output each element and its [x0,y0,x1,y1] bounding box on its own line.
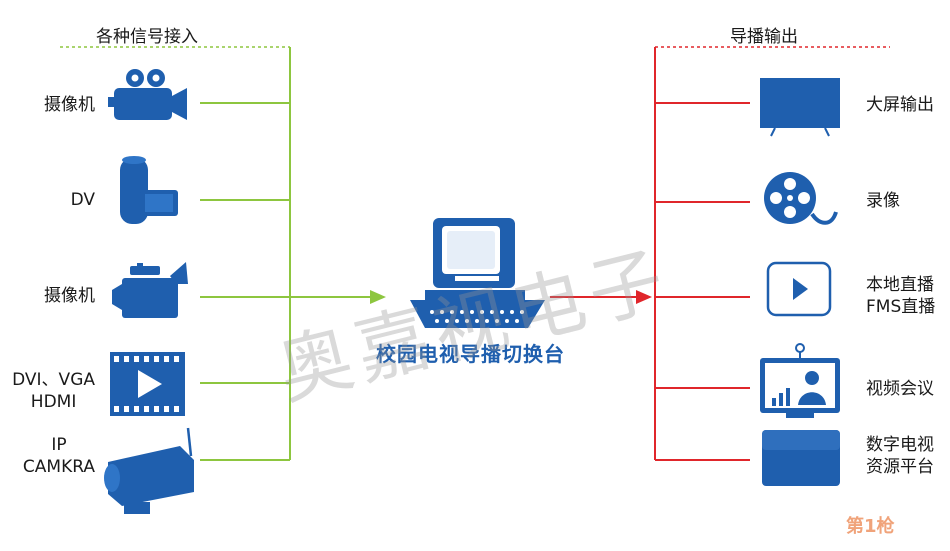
director-console-icon [410,218,545,328]
output-label-5: 数字电视 资源平台 [866,435,934,477]
input-label-2: DV [70,190,95,210]
output-label-3: 本地直播 FMS直播 [866,275,936,317]
ip-camera-icon [104,427,194,514]
input-label-5: IP CAMKRA [22,435,95,477]
input-label-3: 摄像机 [44,286,95,306]
video-film-icon [110,352,185,416]
output-label-1: 大屏输出 [866,95,934,115]
tv-screen-icon [760,78,840,137]
center-title: 校园电视导播切换台 [376,342,565,366]
outputs-title: 导播输出 [730,27,798,47]
video-conference-icon [760,343,840,418]
output-arrow-icon [636,290,652,304]
input-label-1: 摄像机 [44,95,95,115]
inputs-title: 各种信号接入 [96,27,198,47]
video-camera-icon [108,69,187,120]
digital-tv-panel-icon [762,430,840,486]
input-label-4: DVI、VGA HDMI [12,370,95,412]
output-label-4: 视频会议 [866,379,934,399]
broadcast-camera-icon [112,262,188,318]
corner-logo: 第1枪 [846,516,895,537]
dv-camcorder-icon [120,156,178,224]
input-arrow-icon [370,290,386,304]
output-label-2: 录像 [866,191,900,211]
film-reel-icon [764,172,838,225]
play-button-icon [766,261,832,317]
